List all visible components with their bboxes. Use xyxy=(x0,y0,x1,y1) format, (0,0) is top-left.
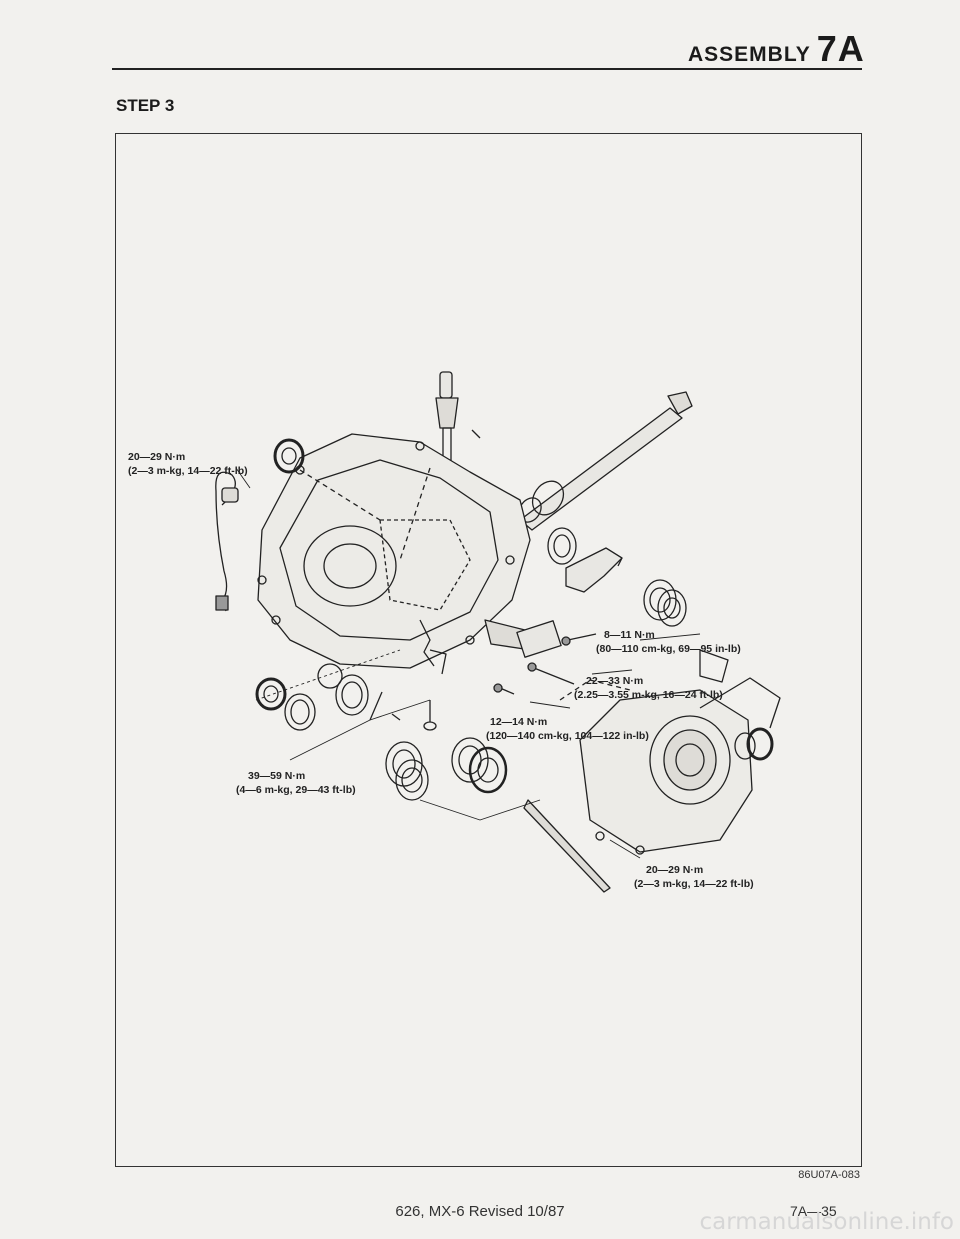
torque-conversion: (4—6 m-kg, 29—43 ft-lb) xyxy=(236,784,356,797)
step-label: STEP 3 xyxy=(116,96,175,115)
oil-seals-left xyxy=(255,438,401,731)
torque-label-bottom-right: 20—29 N·m (2—3 m-kg, 14—22 ft-lb) xyxy=(634,863,754,891)
leader-lines xyxy=(235,467,701,859)
torque-nm: 20—29 N·m xyxy=(646,864,704,876)
torque-nm: 20—29 N·m xyxy=(128,451,186,463)
torque-nm: 22—33 N·m xyxy=(586,675,644,687)
torque-conversion: (2—3 m-kg, 14—22 ft-lb) xyxy=(634,878,754,891)
rear-cover xyxy=(699,677,781,760)
torque-conversion: (2—3 m-kg, 14—22 ft-lb) xyxy=(128,465,248,478)
header-rule xyxy=(112,68,862,70)
watermark: carmanualsonline.info xyxy=(699,1209,954,1235)
chapter-number: 7A xyxy=(816,28,865,69)
footer-revision: 626, MX-6 Revised 10/87 xyxy=(395,1203,565,1220)
torque-conversion: (2.25—3.55 m-kg, 16—24 ft-lb) xyxy=(574,689,723,702)
torque-nm: 8—11 N·m xyxy=(604,629,655,641)
transaxle-case xyxy=(559,649,774,855)
page-number: 7A—35 xyxy=(790,1203,837,1219)
section-title: ASSEMBLY xyxy=(688,43,811,66)
torque-nm: 12—14 N·m xyxy=(490,716,548,728)
torque-conversion: (120—140 cm-kg, 104—122 in-lb) xyxy=(486,730,649,743)
torque-conversion: (80—110 cm-kg, 69—95 in-lb) xyxy=(596,643,741,656)
torque-label-top-left: 20—29 N·m (2—3 m-kg, 14—22 ft-lb) xyxy=(128,450,248,478)
torque-label-22-33: 22—33 N·m (2.25—3.55 m-kg, 16—24 ft-lb) xyxy=(574,674,723,702)
figure-frame xyxy=(115,133,862,1167)
bolts xyxy=(423,633,597,731)
torque-label-8-11: 8—11 N·m (80—110 cm-kg, 69—95 in-lb) xyxy=(596,628,741,656)
torque-nm: 39—59 N·m xyxy=(248,770,306,782)
torque-label-12-14: 12—14 N·m (120—140 cm-kg, 104—122 in-lb) xyxy=(486,715,649,743)
torque-label-39-59: 39—59 N·m (4—6 m-kg, 29—43 ft-lb) xyxy=(236,769,356,797)
bracket xyxy=(565,547,623,593)
sensor-with-cable xyxy=(215,471,239,612)
shift-rod xyxy=(518,391,693,531)
clutch-housing xyxy=(257,433,531,669)
shift-forks xyxy=(419,619,562,675)
figure-id: 86U07A-083 xyxy=(798,1169,860,1181)
bearing-races xyxy=(385,527,687,801)
